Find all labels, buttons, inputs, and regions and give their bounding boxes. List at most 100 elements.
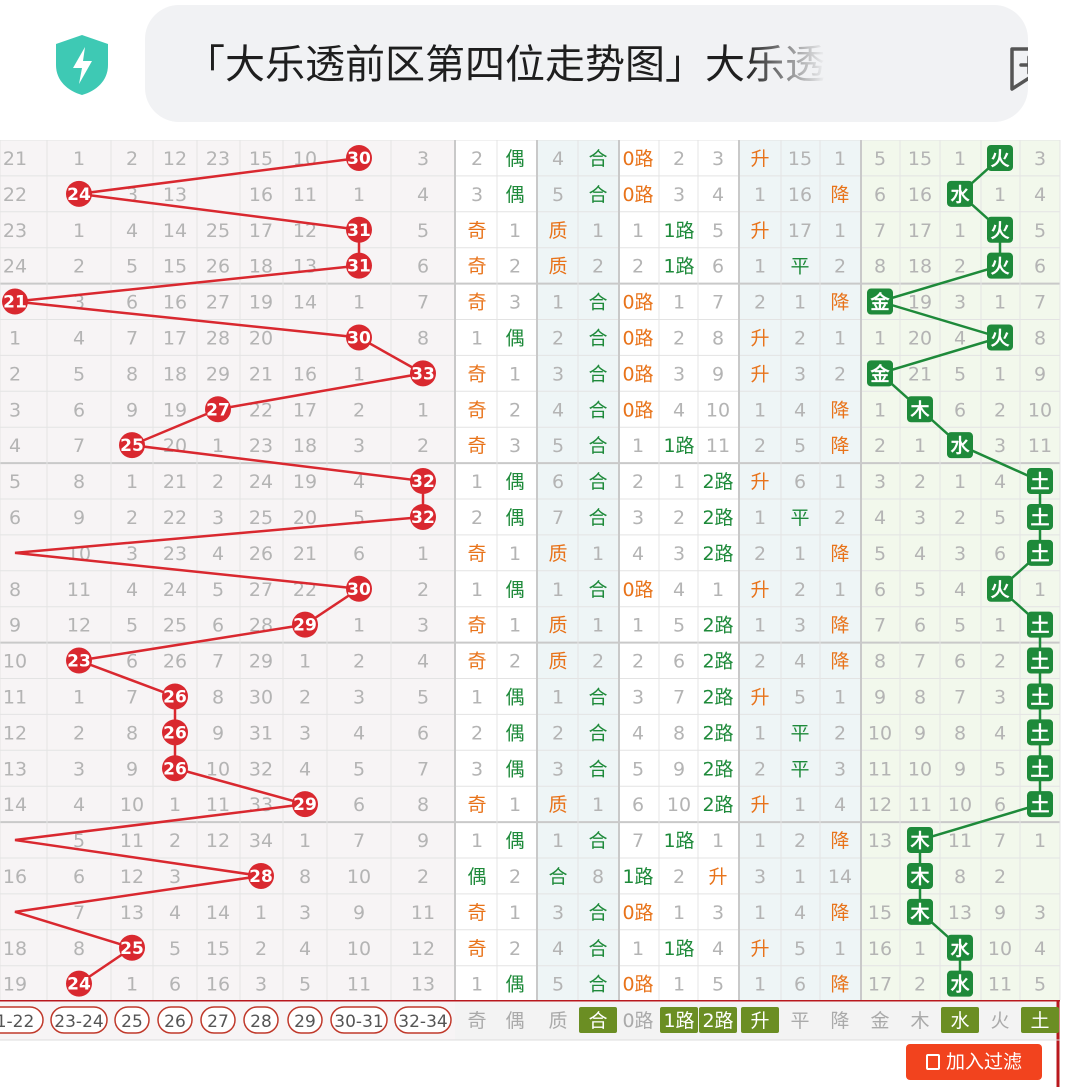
range-filter-chip[interactable] (157, 1006, 193, 1034)
attr-filter-label[interactable]: 火 (990, 1010, 1009, 1032)
attr-filter-label[interactable]: 水 (950, 1010, 969, 1032)
attr-filter-chip[interactable] (699, 1007, 737, 1033)
element-badge-label: 土 (1030, 543, 1049, 565)
table-cell: 2 (255, 938, 267, 960)
attr-filter-label[interactable]: 木 (910, 1010, 929, 1032)
table-cell: 17 (788, 220, 812, 242)
range-filter-chip[interactable] (50, 1006, 108, 1034)
url-text[interactable]: 「大乐透前区第四位走势图」大乐透 (185, 42, 825, 88)
table-cell: 11 (411, 902, 435, 924)
table-cell: 1 (73, 686, 85, 708)
add-bookmark-icon[interactable] (1005, 45, 1028, 93)
table-cell: 10 (667, 794, 691, 816)
range-filter-chip[interactable] (394, 1006, 452, 1034)
table-cell: 6 (632, 794, 644, 816)
table-cell: 1 (471, 830, 483, 852)
attr-filter-label[interactable]: 降 (830, 1010, 849, 1032)
table-cell: 2 (754, 651, 766, 673)
table-cell: 6 (126, 292, 138, 314)
table-cell: 合 (588, 471, 607, 493)
table-cell: 0路 (622, 292, 653, 314)
attr-filter-label[interactable]: 偶 (505, 1010, 524, 1032)
attr-filter-label[interactable]: 质 (548, 1010, 567, 1032)
table-cell: 4 (914, 543, 926, 565)
table-cell: 17 (868, 974, 892, 996)
attr-filter-label[interactable]: 奇 (467, 1010, 486, 1032)
table-cell: 2 (509, 866, 521, 888)
table-cell: 9 (994, 902, 1006, 924)
table-cell: 4 (1034, 938, 1046, 960)
attr-filter-label[interactable]: 升 (750, 1010, 769, 1032)
element-badge (987, 216, 1013, 243)
table-cell: 1 (632, 220, 644, 242)
table-cell: 6 (874, 184, 886, 206)
table-cell: 合 (588, 686, 607, 708)
table-cell: 8 (954, 722, 966, 744)
table-cell: 1 (471, 327, 483, 349)
ball-label: 21 (3, 293, 27, 313)
attr-filter-chip[interactable] (741, 1007, 779, 1033)
table-cell: 11 (1028, 435, 1052, 457)
attr-filter-chip[interactable] (579, 1007, 617, 1033)
table-cell: 奇 (467, 902, 486, 924)
table-cell: 偶 (505, 722, 524, 744)
table-cell: 19 (249, 292, 273, 314)
table-cell: 10 (1028, 399, 1052, 421)
table-cell: 9 (126, 399, 138, 421)
element-badge (947, 970, 973, 997)
attr-filter-label[interactable]: 合 (588, 1010, 607, 1032)
table-cell: 1 (255, 902, 267, 924)
table-cell: 5 (794, 435, 806, 457)
attr-filter-label[interactable]: 1路 (663, 1010, 694, 1032)
table-cell: 1 (509, 220, 521, 242)
table-cell: 1 (552, 830, 564, 852)
element-badge-label: 土 (1030, 758, 1049, 780)
table-cell: 1 (712, 830, 724, 852)
add-filter-button[interactable]: 加入过滤 (906, 1044, 1042, 1080)
address-bar[interactable]: 「大乐透前区第四位走势图」大乐透 (145, 5, 1028, 122)
attr-filter-label[interactable]: 0路 (622, 1010, 653, 1032)
table-cell: 15 (206, 938, 230, 960)
attr-filter-label[interactable]: 土 (1030, 1010, 1049, 1032)
table-cell: 1 (73, 220, 85, 242)
range-filter-chip[interactable] (0, 1006, 44, 1034)
table-cell: 2路 (702, 471, 733, 493)
security-shield-icon[interactable] (52, 33, 112, 97)
ball-label: 24 (67, 975, 91, 995)
table-cell: 合 (548, 866, 567, 888)
table-cell: 20 (293, 507, 317, 529)
range-filter-chip[interactable] (330, 1006, 388, 1034)
attr-filter-label[interactable]: 平 (790, 1010, 809, 1032)
attr-filter-chip[interactable] (1021, 1007, 1059, 1033)
range-filter-label: 28 (250, 1012, 272, 1032)
attr-filter-label[interactable]: 金 (870, 1010, 889, 1032)
element-badge-label: 木 (909, 829, 930, 852)
element-badge-label: 火 (990, 220, 1010, 242)
range-filter-chip[interactable] (114, 1006, 150, 1034)
table-cell: 升 (750, 363, 769, 385)
attr-filter-label[interactable]: 2路 (702, 1010, 733, 1032)
table-cell: 2 (632, 651, 644, 673)
table-cell: 1 (754, 507, 766, 529)
attr-filter-chip[interactable] (660, 1007, 698, 1033)
attr-filter-chip[interactable] (941, 1007, 979, 1033)
table-cell: 2 (417, 579, 429, 601)
table-cell: 26 (249, 543, 273, 565)
range-filter-chip[interactable] (287, 1006, 323, 1034)
table-cell: 1 (834, 471, 846, 493)
table-cell: 5 (874, 148, 886, 170)
table-cell: 14 (293, 292, 317, 314)
table-cell: 16 (163, 292, 187, 314)
table-cell: 6 (353, 543, 365, 565)
range-filter-chip[interactable] (243, 1006, 279, 1034)
table-cell: 2路 (702, 651, 733, 673)
table-cell: 3 (552, 758, 564, 780)
table-cell: 1 (471, 686, 483, 708)
element-badge (987, 575, 1013, 602)
table-cell: 1 (754, 615, 766, 637)
number-ball (410, 503, 436, 530)
range-filter-chip[interactable] (200, 1006, 236, 1034)
table-cell: 5 (914, 579, 926, 601)
table-cell: 偶 (505, 758, 524, 780)
table-cell: 偶 (505, 327, 524, 349)
